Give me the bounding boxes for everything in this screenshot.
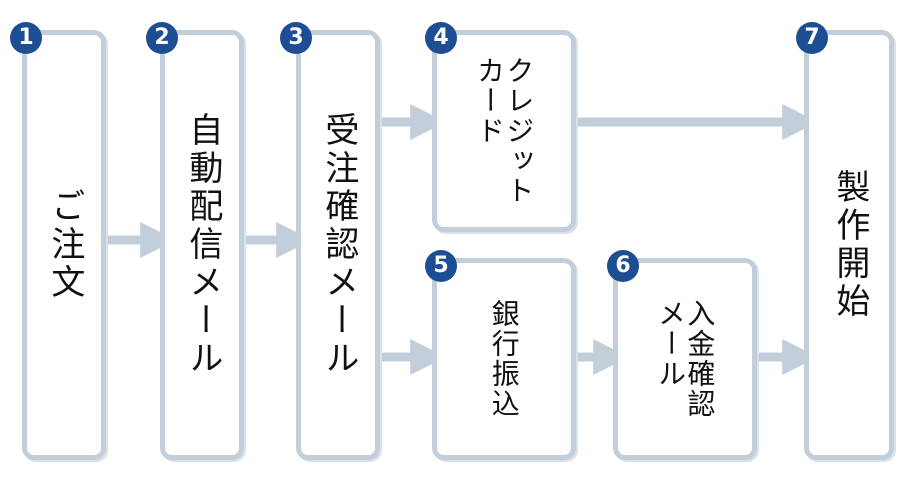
step-box-auto-mail: 自動配信メール (160, 30, 244, 460)
step-box-credit-card: クレジット カード (432, 30, 576, 232)
step-number-badge-4: 4 (425, 22, 457, 54)
step-label-order-confirm-mail: 受注確認メール (318, 112, 359, 378)
step-number-badge-6: 6 (607, 250, 639, 282)
step-box-payment-confirm-mail: 入金確認 メール (613, 258, 757, 460)
step-label-auto-mail: 自動配信メール (182, 112, 223, 378)
step-label-credit-card: クレジット カード (473, 56, 536, 206)
step-number-badge-2: 2 (146, 22, 178, 54)
step-number-badge-7: 7 (796, 22, 828, 54)
step-label-bank-transfer: 銀行振込 (487, 299, 521, 419)
step-box-order-confirm-mail: 受注確認メール (296, 30, 380, 460)
step-label-payment-confirm-mail: 入金確認 メール (654, 299, 717, 419)
step-label-order: ご注文 (44, 188, 85, 302)
step-box-bank-transfer: 銀行振込 (432, 258, 576, 460)
step-number-badge-5: 5 (425, 250, 457, 282)
step-label-production-start: 製作開始 (829, 169, 870, 321)
step-box-production-start: 製作開始 (804, 30, 894, 460)
step-number-badge-3: 3 (280, 22, 312, 54)
step-number-badge-1: 1 (10, 22, 42, 54)
step-box-order: ご注文 (22, 30, 106, 460)
